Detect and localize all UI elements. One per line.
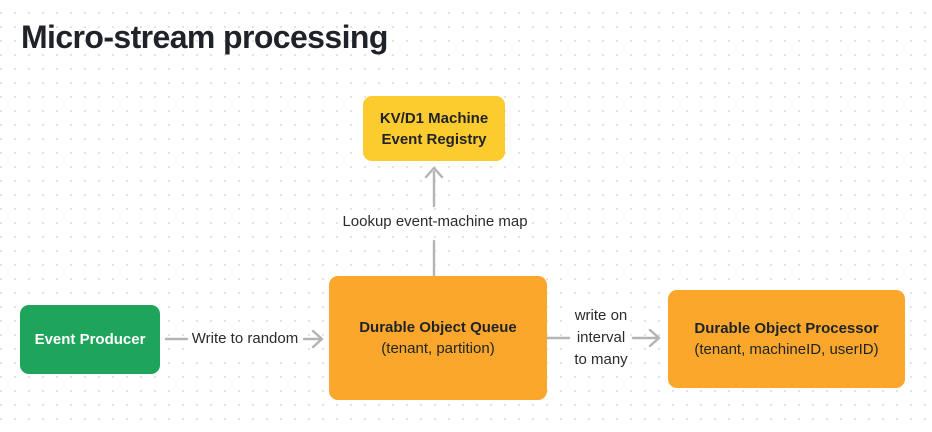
node-durable-object-processor[interactable]: Durable Object Processor (tenant, machin… [668, 290, 905, 388]
node-machine-event-registry[interactable]: KV/D1 Machine Event Registry [363, 96, 505, 161]
edge-label-write-to-random: Write to random [188, 328, 302, 350]
edge-label-interval-line-1: write on [574, 307, 628, 324]
page-title: Micro-stream processing [21, 19, 388, 55]
edge-label-lookup-event-machine-map: Lookup event-machine map [339, 211, 531, 233]
node-durable-object-processor-subtitle: (tenant, machineID, userID) [694, 341, 879, 358]
node-durable-object-queue[interactable]: Durable Object Queue (tenant, partition) [329, 276, 547, 400]
node-machine-event-registry-label: KV/D1 Machine Event Registry [379, 109, 489, 148]
node-event-producer[interactable]: Event Producer [20, 305, 160, 374]
edge-label-write-on-interval-to-many: write on interval to many [571, 305, 631, 371]
node-event-producer-label: Event Producer [34, 331, 146, 348]
node-durable-object-queue-subtitle: (tenant, partition) [381, 340, 495, 357]
node-durable-object-processor-title: Durable Object Processor [694, 320, 879, 337]
edge-label-interval-line-3: to many [574, 351, 628, 368]
node-durable-object-queue-title: Durable Object Queue [359, 319, 517, 336]
edge-label-interval-line-2: interval [576, 329, 626, 346]
